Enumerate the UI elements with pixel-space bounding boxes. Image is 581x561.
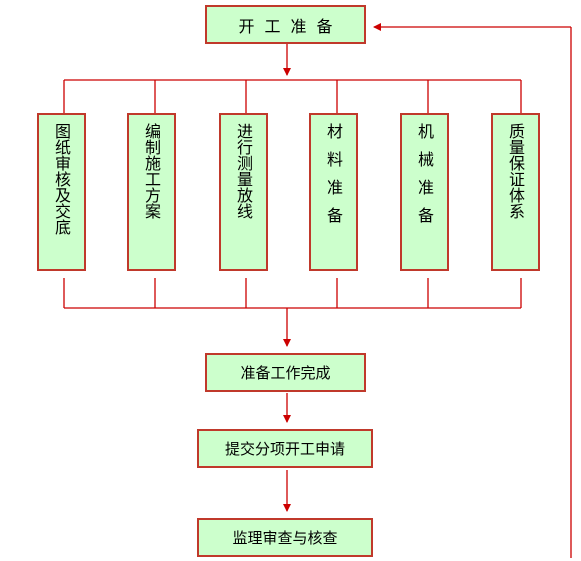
node-prep-label: 编制施工方案	[142, 123, 161, 219]
node-prep-materials: 材料准备	[309, 113, 358, 271]
node-prep-done: 准备工作完成	[205, 353, 366, 392]
node-prep-drawings: 图纸审核及交底	[37, 113, 86, 271]
node-prep-label: 机械准备	[415, 123, 434, 235]
node-prep-construction-plan: 编制施工方案	[127, 113, 176, 271]
node-prep-label: 图纸审核及交底	[52, 123, 71, 235]
node-start-label: 开工准备	[238, 16, 343, 36]
node-prep-survey: 进行测量放线	[219, 113, 268, 271]
node-prep-quality-system: 质量保证体系	[491, 113, 540, 271]
node-submit-label: 提交分项开工申请	[224, 440, 345, 458]
node-review: 监理审查与核查	[197, 518, 373, 557]
node-prep-label: 材料准备	[324, 123, 343, 235]
node-prep-label: 进行测量放线	[234, 123, 253, 219]
node-submit: 提交分项开工申请	[197, 429, 373, 468]
node-start: 开工准备	[205, 5, 366, 44]
node-prep-done-label: 准备工作完成	[240, 364, 331, 382]
node-prep-label: 质量保证体系	[506, 123, 525, 219]
node-review-label: 监理审查与核查	[232, 529, 338, 547]
node-prep-machinery: 机械准备	[400, 113, 449, 271]
